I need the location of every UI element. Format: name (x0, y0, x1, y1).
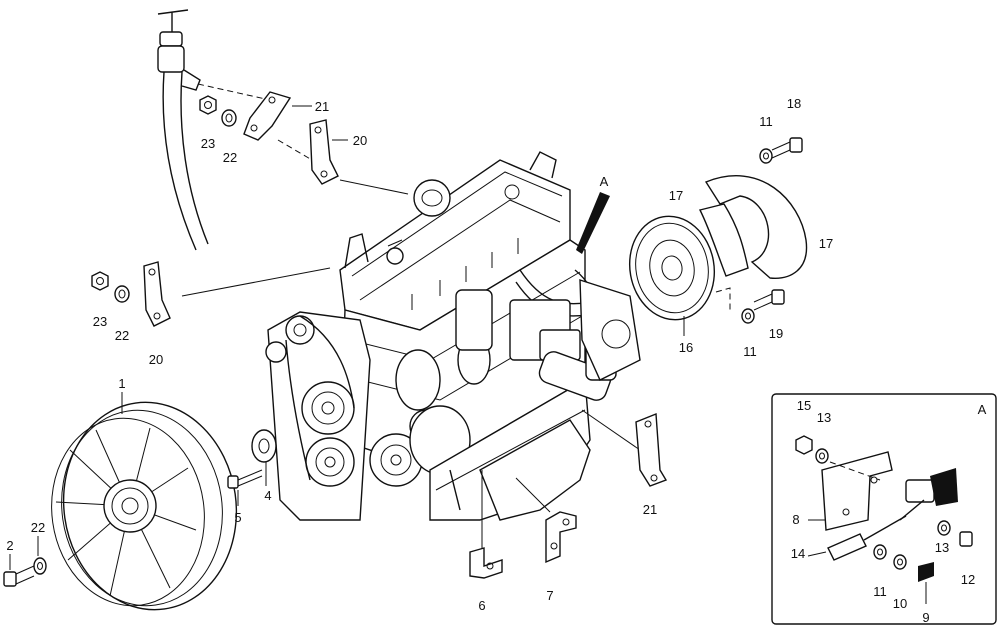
cooling-fan (51, 392, 238, 611)
callout-11-upper: 11 (759, 114, 773, 129)
callout-4: 4 (264, 488, 271, 503)
bracket-21-bottom (635, 412, 668, 487)
callout-7: 7 (546, 588, 553, 603)
bolt-2 (3, 554, 35, 587)
washer-11-upper (759, 148, 773, 164)
callout-22-fan: 22 (31, 520, 45, 535)
callout-8: 8 (792, 512, 799, 527)
callout-16: 16 (679, 340, 693, 355)
callout-a-main: A (600, 174, 609, 189)
bracket-20-top (277, 119, 409, 195)
bracket-6 (469, 547, 503, 579)
callout-2: 2 (6, 538, 13, 553)
callout-17-right: 17 (819, 236, 833, 251)
callout-22-left: 22 (115, 328, 129, 343)
callout-17-upper: 17 (669, 188, 683, 203)
washer-22-fan (33, 536, 47, 575)
bolt-5 (227, 469, 263, 506)
callout-10: 10 (893, 596, 907, 611)
callout-5: 5 (234, 510, 241, 525)
callout-18: 18 (787, 96, 801, 111)
callout-23-left: 23 (93, 314, 107, 329)
detail-a-box (771, 393, 997, 625)
callout-11-detail: 11 (873, 584, 887, 599)
bracket-20-left (143, 261, 171, 327)
flywheel (628, 215, 716, 336)
callout-13-lower: 13 (935, 540, 949, 555)
callout-19: 19 (769, 326, 783, 341)
nut-23-left (91, 271, 109, 291)
callout-20-top: 20 (353, 133, 367, 148)
callout-23-top: 23 (201, 136, 215, 151)
callout-11-lower: 11 (743, 344, 757, 359)
callout-22-top: 22 (223, 150, 237, 165)
washer-22-top (221, 109, 237, 127)
washer-22-left (114, 285, 130, 303)
callout-12: 12 (961, 572, 975, 587)
engine-assembly (181, 151, 641, 548)
detail-a-pointer (576, 192, 610, 254)
dipstick-tube (157, 9, 271, 251)
bracket-21-top (243, 91, 312, 141)
callout-labels: 1 2 22 4 5 6 7 21 21 20 23 22 23 22 20 A… (6, 96, 986, 625)
washer-11-lower (741, 308, 755, 324)
fan-spacer (251, 429, 277, 486)
callout-9: 9 (922, 610, 929, 625)
bolt-19 (753, 289, 785, 311)
callout-14: 14 (791, 546, 805, 561)
callout-6: 6 (478, 598, 485, 613)
callout-21-bottom: 21 (643, 502, 657, 517)
callout-13-upper: 13 (817, 410, 831, 425)
nut-23-top (199, 95, 217, 115)
callout-21-top: 21 (315, 99, 329, 114)
callout-a-detail: A (978, 402, 987, 417)
bolt-18 (771, 137, 803, 159)
callout-20-left: 20 (149, 352, 163, 367)
bracket-7 (545, 511, 577, 564)
callout-15: 15 (797, 398, 811, 413)
flywheel-shield (698, 175, 808, 312)
callout-1: 1 (118, 376, 125, 391)
